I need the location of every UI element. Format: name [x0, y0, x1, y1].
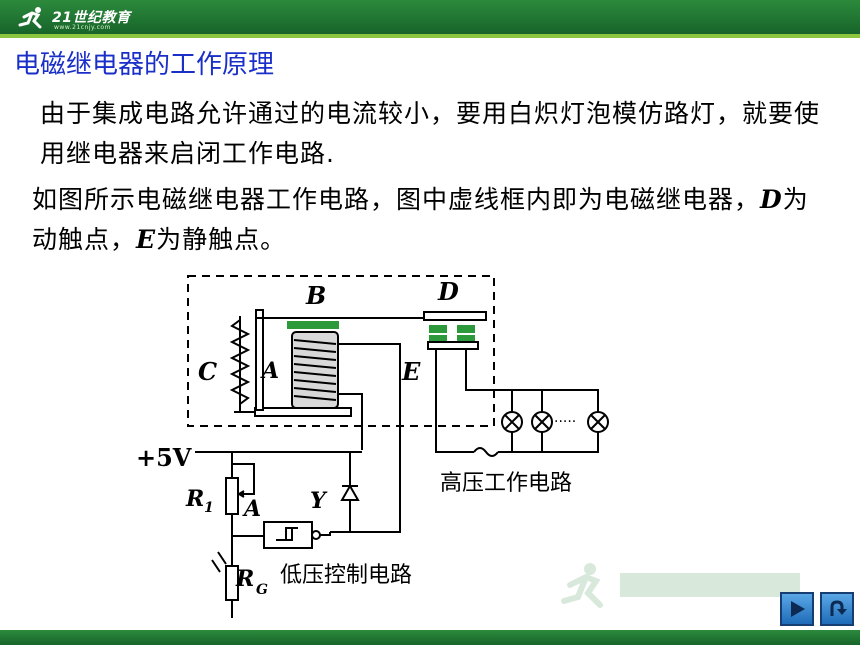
watermark-logo: [561, 563, 800, 608]
label-a-armature: A: [260, 358, 279, 384]
relay-circuit-diagram: B D C A E R 1 A Y R G +5V ····· 高压工作电路 低…: [136, 275, 609, 618]
intro-paragraph: 由于集成电路允许通过的电流较小，要用白炽灯泡模仿路灯，就要使用继电器来启闭工作电…: [40, 99, 821, 168]
runner-logo-icon: [18, 7, 42, 29]
label-a-gate: A: [242, 496, 261, 522]
relay-description-paragraph: 如图所示电磁继电器工作电路，图中虚线框内即为电磁继电器，D为动触点，E为静触点。: [32, 180, 832, 260]
slide-title: 电磁继电器的工作原理: [14, 50, 275, 80]
play-icon: [791, 601, 805, 617]
next-slide-button[interactable]: [780, 592, 814, 626]
header-divider: [0, 34, 860, 38]
logo-text: 21世纪教育: [52, 10, 131, 26]
lamp-dots: ·····: [554, 414, 576, 430]
lamp-3: [587, 411, 609, 433]
para2-d-label: D: [760, 185, 783, 214]
para2-text-2: 为动触点，: [32, 185, 809, 254]
label-c: C: [198, 357, 217, 386]
label-d: D: [437, 277, 459, 306]
label-y: Y: [310, 488, 328, 514]
schmitt-trigger: [263, 521, 313, 549]
lamp-2: [531, 411, 553, 433]
return-button[interactable]: [820, 592, 854, 626]
label-b: B: [305, 281, 326, 310]
label-rg: R: [235, 566, 254, 592]
para2-text-1: 如图所示电磁继电器工作电路，图中虚线框内即为电磁继电器，: [32, 185, 761, 214]
para2-e-label: E: [136, 225, 157, 254]
moving-contact-bar: [423, 311, 487, 321]
label-low-voltage-circuit: 低压控制电路: [280, 563, 412, 588]
logo: 21世纪教育: [18, 4, 130, 30]
label-rg-sub: G: [256, 582, 268, 598]
armature-pivot: [255, 309, 264, 411]
lamp-1: [501, 411, 523, 433]
logo-url: www.21cnjy.com: [54, 24, 111, 31]
label-r1-sub: 1: [204, 500, 214, 516]
spring: [229, 319, 251, 405]
return-icon: [830, 600, 847, 616]
header-bar: 21世纪教育 www.21cnjy.com: [0, 0, 860, 34]
relay-dashed-box: [187, 275, 495, 427]
relay-base: [254, 407, 352, 417]
label-e: E: [401, 357, 421, 386]
label-5v: +5V: [136, 443, 192, 472]
static-contact-bar: [427, 341, 479, 350]
para2-text-3: 为静触点。: [156, 225, 287, 254]
footer-bar: [0, 630, 860, 645]
resistor-r1: [225, 477, 239, 515]
label-r1: R: [185, 486, 204, 512]
label-high-voltage-circuit: 高压工作电路: [440, 471, 572, 496]
